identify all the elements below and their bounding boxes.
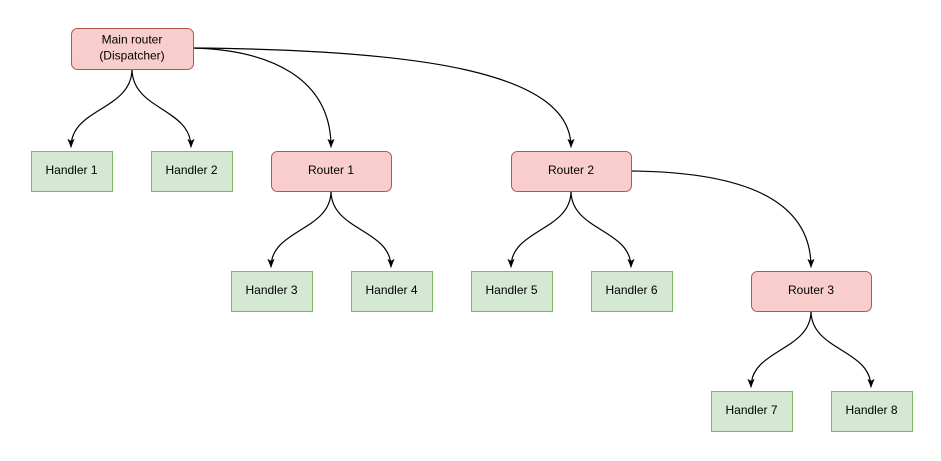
edge-router-1-to-handler-3[interactable]	[267, 190, 332, 268]
node-label-handler-6: Handler 6	[605, 283, 657, 297]
node-box-handler-8[interactable]	[831, 391, 913, 432]
edge-main-router-to-handler-2[interactable]	[131, 68, 195, 148]
node-router-2[interactable]: Router 2	[511, 151, 632, 192]
node-label-handler-2: Handler 2	[165, 163, 217, 177]
node-label-router-1: Router 1	[308, 163, 354, 177]
edge-router-2-to-handler-6[interactable]	[570, 190, 635, 268]
node-label-handler-7: Handler 7	[725, 403, 777, 417]
node-label-handler-1: Handler 1	[45, 163, 97, 177]
edge-main-router-to-handler-1[interactable]	[67, 68, 133, 148]
node-label-handler-4: Handler 4	[365, 283, 417, 297]
node-box-handler-6[interactable]	[591, 271, 673, 312]
node-box-router-2[interactable]	[511, 151, 632, 192]
edge-main-router-to-router-1[interactable]	[192, 47, 335, 148]
edge-router-3-to-handler-7[interactable]	[747, 310, 812, 388]
node-label-handler-8: Handler 8	[845, 403, 897, 417]
edge-router-3-to-handler-8[interactable]	[810, 310, 875, 388]
node-handler-4[interactable]: Handler 4	[351, 271, 433, 312]
nodes-layer: Main router (Dispatcher) Handler 1 Handler …	[31, 28, 913, 432]
edge-main-router-to-router-2[interactable]	[192, 47, 575, 148]
node-label-handler-3: Handler 3	[245, 283, 297, 297]
node-box-router-1[interactable]	[271, 151, 392, 192]
node-box-handler-7[interactable]	[711, 391, 793, 432]
node-sublabel-main-router: (Dispatcher)	[99, 49, 164, 63]
node-box-handler-3[interactable]	[231, 271, 313, 312]
node-handler-1[interactable]: Handler 1	[31, 151, 113, 192]
node-handler-6[interactable]: Handler 6	[591, 271, 673, 312]
node-box-handler-5[interactable]	[471, 271, 553, 312]
node-box-handler-1[interactable]	[31, 151, 113, 192]
node-box-handler-4[interactable]	[351, 271, 433, 312]
node-box-main-router[interactable]	[71, 28, 194, 70]
node-router-3[interactable]: Router 3	[751, 271, 872, 312]
node-handler-5[interactable]: Handler 5	[471, 271, 553, 312]
edge-router-2-to-router-3[interactable]	[630, 170, 815, 268]
node-box-router-3[interactable]	[751, 271, 872, 312]
node-main-router[interactable]: Main router (Dispatcher)	[71, 28, 194, 70]
node-handler-7[interactable]: Handler 7	[711, 391, 793, 432]
node-handler-2[interactable]: Handler 2	[151, 151, 233, 192]
node-label-router-2: Router 2	[548, 163, 594, 177]
node-label-handler-5: Handler 5	[485, 283, 537, 297]
node-router-1[interactable]: Router 1	[271, 151, 392, 192]
node-label-router-3: Router 3	[788, 283, 834, 297]
edge-router-2-to-handler-5[interactable]	[507, 190, 572, 268]
node-handler-3[interactable]: Handler 3	[231, 271, 313, 312]
node-label-main-router: Main router	[102, 33, 163, 47]
node-box-handler-2[interactable]	[151, 151, 233, 192]
edges-layer	[67, 47, 875, 388]
edge-router-1-to-handler-4[interactable]	[330, 190, 395, 268]
node-handler-8[interactable]: Handler 8	[831, 391, 913, 432]
